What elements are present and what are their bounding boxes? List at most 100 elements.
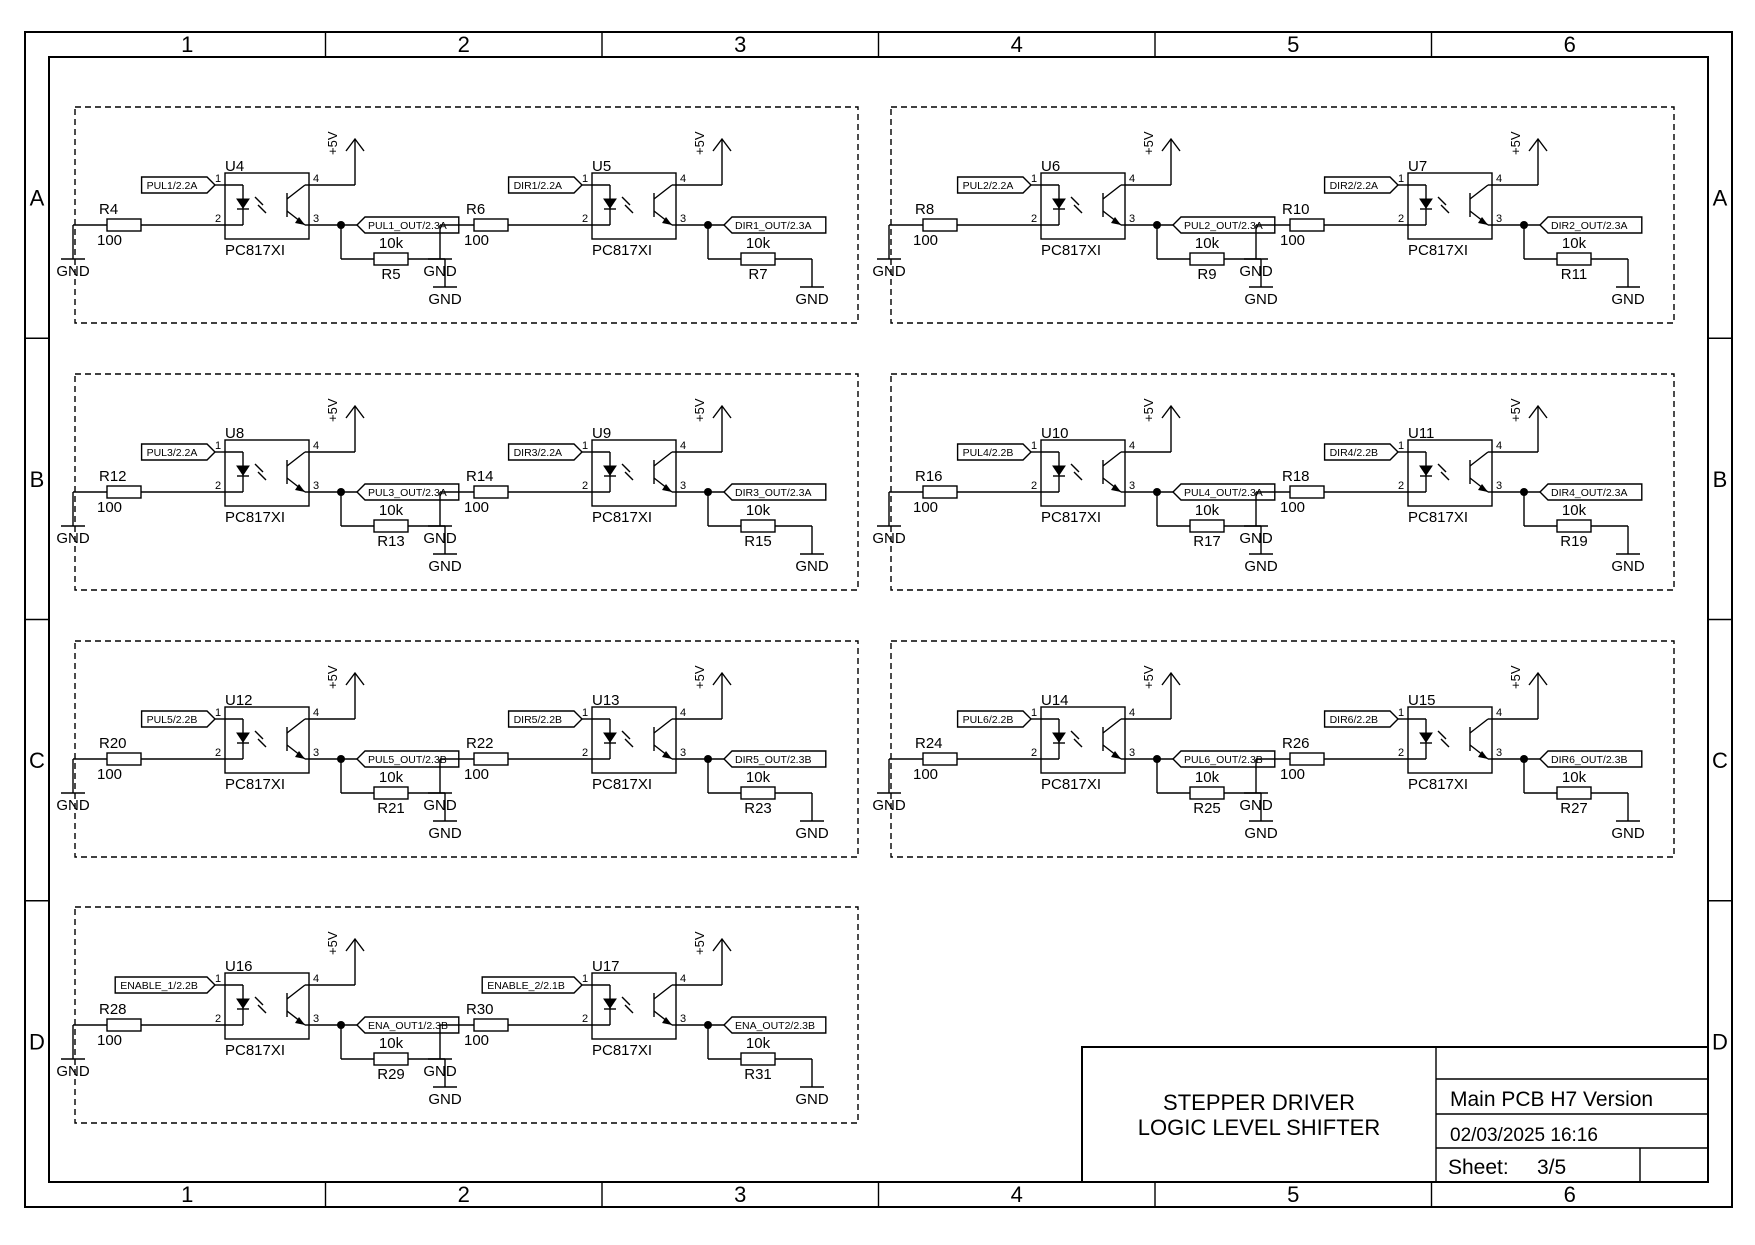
block-outline: [890, 373, 1675, 591]
input-resistor: [106, 1018, 142, 1032]
pin-number: 1: [1031, 707, 1037, 719]
light-arrow-icon: [257, 1004, 267, 1014]
pin-number: 1: [215, 173, 221, 185]
light-arrow-icon: [1437, 730, 1447, 740]
pulldown-ground-label: GND: [1244, 825, 1278, 842]
input-resistor: [1289, 218, 1325, 232]
output-net-label: ENA_OUT1/2.3B: [368, 1020, 448, 1032]
emitter-arrow-icon: [1111, 751, 1121, 759]
input-resistor-ref: R4: [99, 201, 118, 218]
emitter-arrow-icon: [662, 751, 672, 759]
pulldown-resistor: [740, 786, 776, 800]
input-net-flag: [1323, 443, 1399, 461]
input-resistor: [473, 485, 509, 499]
inner-frame: [48, 56, 1709, 1183]
light-arrow-icon: [1073, 738, 1083, 748]
pulldown-resistor-ref: R13: [377, 533, 405, 550]
title-line-1: STEPPER DRIVER: [1163, 1090, 1355, 1115]
input-net-label: DIR6/2.2B: [1330, 714, 1378, 726]
input-ground-label: GND: [56, 1063, 90, 1080]
pin-number: 3: [680, 480, 686, 492]
ic-reference: U4: [225, 158, 244, 175]
optocoupler-body: [591, 439, 677, 507]
input-resistor-ref: R24: [915, 735, 943, 752]
pulldown-resistor: [1189, 786, 1225, 800]
input-resistor-ref: R22: [466, 735, 494, 752]
pulldown-resistor-ref: R19: [1560, 533, 1588, 550]
pulldown-resistor-value: 10k: [746, 1035, 771, 1052]
supply-label: +5V: [1508, 398, 1523, 422]
supply-arrow-icon: [345, 937, 365, 952]
pulldown-ground-label: GND: [795, 558, 829, 575]
pin-number: 3: [1496, 747, 1502, 759]
ic-reference: U8: [225, 425, 244, 442]
pulldown-ground-label: GND: [1611, 825, 1645, 842]
supply-label: +5V: [325, 931, 340, 955]
pin-number: 2: [582, 1013, 588, 1025]
output-net-flag: [723, 1016, 827, 1034]
output-net-label: PUL1_OUT/2.3A: [368, 220, 447, 232]
optocoupler-body: [224, 972, 310, 1040]
input-net-flag: [140, 176, 216, 194]
supply-arrow-icon: [1161, 137, 1181, 152]
pin-number: 3: [1129, 747, 1135, 759]
light-arrow-icon: [621, 730, 631, 740]
light-arrow-icon: [257, 738, 267, 748]
pulldown-ground-label: GND: [1244, 291, 1278, 308]
input-net-flag: [114, 976, 216, 994]
optocoupler-body: [224, 172, 310, 240]
supply-arrow-icon: [345, 404, 365, 419]
input-resistor-ref: R14: [466, 468, 494, 485]
pin-number: 1: [1031, 173, 1037, 185]
transistor-collector: [1102, 184, 1122, 200]
ic-reference: U12: [225, 692, 253, 709]
row-label-left: D: [29, 1029, 45, 1054]
pulldown-resistor: [373, 252, 409, 266]
block-outline: [74, 106, 859, 324]
input-ground-label: GND: [1239, 263, 1273, 280]
input-resistor-value: 100: [464, 766, 489, 783]
led-icon: [603, 732, 617, 743]
ic-reference: U7: [1408, 158, 1427, 175]
pin-number: 3: [313, 213, 319, 225]
emitter-arrow-icon: [295, 484, 305, 492]
input-net-label: PUL6/2.2B: [963, 714, 1014, 726]
pulldown-ground-label: GND: [795, 291, 829, 308]
emitter-arrow-icon: [1111, 484, 1121, 492]
optocoupler-body: [591, 172, 677, 240]
emitter-arrow-icon: [295, 217, 305, 225]
pin-number: 4: [313, 173, 319, 185]
supply-label: +5V: [325, 131, 340, 155]
supply-arrow-icon: [1528, 671, 1548, 686]
input-net-label: ENABLE_2/2.1B: [487, 980, 565, 992]
input-resistor-value: 100: [97, 1032, 122, 1049]
pulldown-resistor: [740, 519, 776, 533]
pulldown-resistor: [740, 1052, 776, 1066]
row-label-right: B: [1713, 467, 1728, 492]
light-arrow-icon: [254, 996, 264, 1006]
transistor-collector: [1102, 451, 1122, 467]
input-resistor-value: 100: [913, 499, 938, 516]
led-icon: [236, 465, 250, 476]
block-outline: [74, 640, 859, 858]
ic-reference: U10: [1041, 425, 1069, 442]
input-resistor-value: 100: [97, 499, 122, 516]
input-ground-label: GND: [423, 797, 457, 814]
pin-number: 2: [1031, 213, 1037, 225]
pulldown-resistor-value: 10k: [1195, 769, 1220, 786]
pulldown-resistor-value: 10k: [379, 1035, 404, 1052]
pulldown-ground-label: GND: [795, 1091, 829, 1108]
light-arrow-icon: [621, 196, 631, 206]
supply-arrow-icon: [1528, 404, 1548, 419]
light-arrow-icon: [1437, 463, 1447, 473]
optocoupler-body: [1040, 172, 1126, 240]
pin-number: 1: [215, 440, 221, 452]
input-resistor-ref: R16: [915, 468, 943, 485]
pulldown-ground-label: GND: [1611, 291, 1645, 308]
